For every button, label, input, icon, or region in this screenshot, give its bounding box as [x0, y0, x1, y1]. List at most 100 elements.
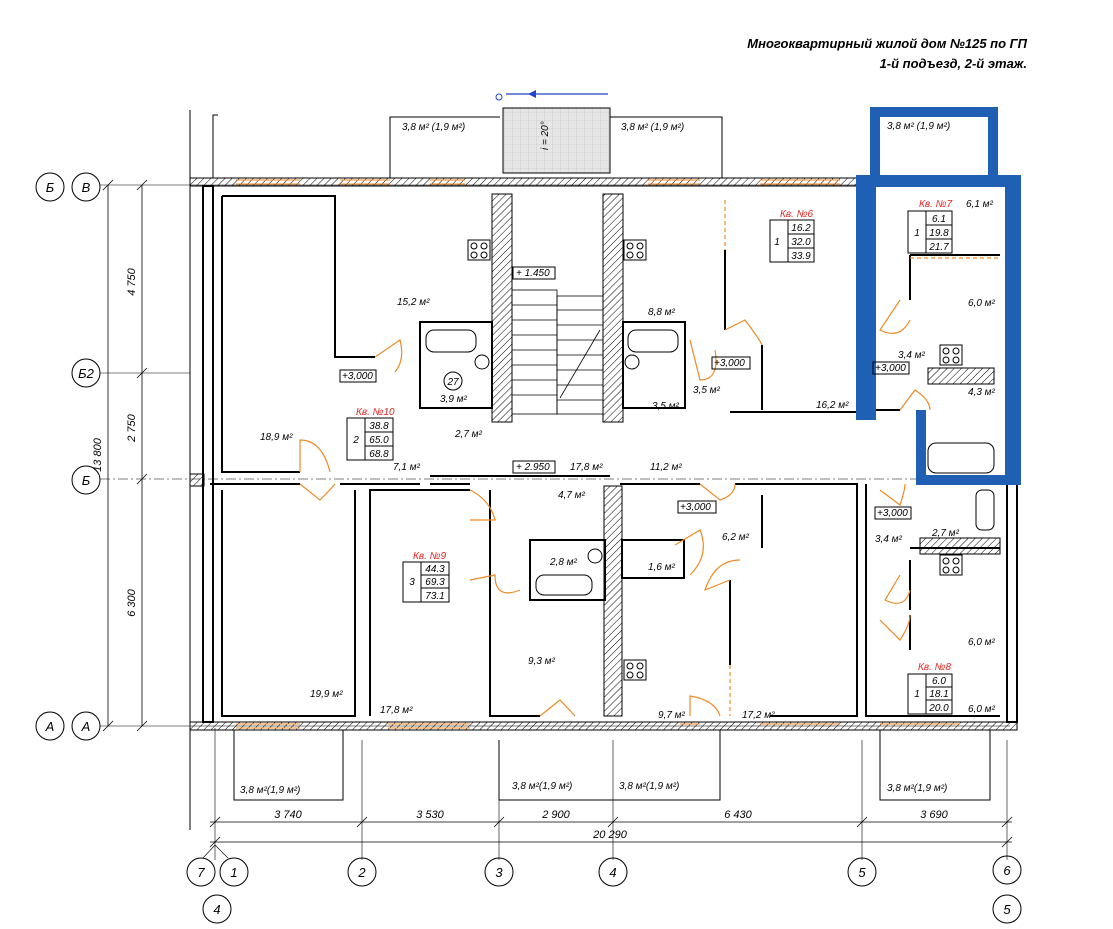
room-area: 6,2 м²	[722, 532, 750, 543]
axis-col-3: 3	[495, 865, 503, 880]
room-area: 6,0 м²	[968, 637, 996, 648]
apartment-total-area: 19.8	[929, 228, 949, 239]
door-swings	[299, 200, 1000, 717]
balcony-label-bottom-mid1: 3,8 м²(1,9 м²)	[512, 781, 572, 792]
apartment-total-area-with-balcony: 21.7	[928, 242, 949, 253]
apartment-living-area: 16.2	[791, 223, 811, 234]
dim-horizontal-5: 3 690	[920, 809, 948, 821]
apartment-living-area: 6.0	[932, 676, 946, 687]
room-area: 17,8 м²	[380, 705, 413, 716]
apartment-room-count: 1	[914, 228, 920, 239]
vertical-dimension-lines	[102, 179, 148, 732]
dim-horizontal-4: 6 430	[724, 809, 752, 821]
level-mark: +3,000	[680, 502, 711, 513]
apartment-total-area-with-balcony: 68.8	[369, 449, 389, 460]
room-area: 16,2 м²	[816, 400, 849, 411]
apartment-room-count: 3	[409, 577, 415, 588]
horizontal-dimension-lines	[209, 816, 1013, 848]
stove-icons	[467, 239, 963, 681]
axis-col-5-sub: 5	[1003, 902, 1011, 917]
axis-row-b: Б	[82, 473, 91, 488]
axis-row-v: В	[82, 180, 91, 195]
room-area: 3,4 м²	[898, 350, 926, 361]
apartment-room-count: 1	[774, 237, 780, 248]
stair-number: 27	[446, 377, 459, 388]
apartment-name: Кв. №10	[356, 407, 395, 418]
room-area: 11,2 м²	[650, 462, 682, 473]
stair-treads	[511, 289, 604, 415]
apartment-total-area: 32.0	[791, 237, 811, 248]
dim-vertical-2: 2 750	[126, 413, 138, 442]
apartment-info-kv10: Кв. №10 2 38.8 65.0 68.8	[346, 407, 395, 461]
apartment-info-kv6: Кв. №6 1 16.2 32.0 33.9	[769, 209, 815, 263]
room-area: 17,2 м²	[742, 710, 775, 721]
axis-col-6: 6	[1003, 863, 1011, 878]
apartment-name: Кв. №7	[919, 199, 953, 210]
balcony-label-top-right: 3,8 м² (1,9 м²)	[887, 121, 950, 132]
stair-core	[491, 193, 624, 717]
apartment-name: Кв. №8	[918, 662, 952, 673]
room-area: 8,8 м²	[648, 307, 676, 318]
axis-col-5: 5	[858, 865, 866, 880]
dim-total-vertical: 13 800	[92, 437, 104, 472]
room-area: 9,3 м²	[528, 656, 556, 667]
axis-row-b-outer: Б	[46, 180, 55, 195]
balcony-label-top-mid: 3,8 м² (1,9 м²)	[621, 122, 684, 133]
room-area: 2,7 м²	[931, 528, 960, 539]
level-mark: +3,000	[342, 371, 373, 382]
room-area: 15,2 м²	[397, 297, 430, 308]
axis-row-a-outer: А	[45, 719, 55, 734]
axis-col-1: 1	[230, 865, 237, 880]
apartment-room-count: 2	[352, 435, 359, 446]
room-area: 19,9 м²	[310, 689, 343, 700]
apartment-total-area-with-balcony: 73.1	[425, 591, 444, 602]
apartment-living-area: 38.8	[369, 421, 389, 432]
level-marks: + 1.450 + 2.950 +3,000 +3,000 +3,000 +3,…	[339, 266, 912, 520]
room-area: 2,8 м²	[549, 557, 578, 568]
apartment-name: Кв. №6	[780, 209, 814, 220]
apartment-total-area: 65.0	[369, 435, 389, 446]
balcony-label-bottom-right: 3,8 м²(1,9 м²)	[887, 783, 947, 794]
room-area: 18,9 м²	[260, 432, 293, 443]
apartment-name: Кв. №9	[413, 551, 447, 562]
dim-horizontal-2: 3 530	[416, 809, 444, 821]
room-area: 3,5 м²	[693, 385, 721, 396]
apartment-total-area: 18.1	[929, 689, 948, 700]
dim-horizontal-1: 3 740	[274, 809, 302, 821]
apartment-total-area: 69.3	[425, 577, 445, 588]
room-area: 6,0 м²	[968, 704, 996, 715]
room-area: 6,1 м²	[966, 199, 994, 210]
level-mark: +3,000	[714, 358, 745, 369]
room-area: 3,5 м²	[652, 401, 680, 412]
room-area: 3,4 м²	[875, 534, 903, 545]
apartment-info-kv7: Кв. №7 1 6.1 19.8 21.7	[907, 199, 953, 254]
dim-vertical-1: 4 750	[126, 267, 138, 295]
column-axis-markers: 7 1 4 2 3 4 5 6 5	[186, 844, 1022, 924]
room-area: 6,0 м²	[968, 298, 996, 309]
plan-title-line2: 1-й подъезд, 2-й этаж.	[880, 56, 1027, 71]
apartment-total-area-with-balcony: 20.0	[928, 703, 949, 714]
level-mark: +3,000	[875, 363, 906, 374]
row-axis-markers: Б В Б2 Б А А	[35, 172, 101, 741]
balcony-label-bottom-mid2: 3,8 м²(1,9 м²)	[619, 781, 679, 792]
apartment-total-area-with-balcony: 33.9	[791, 251, 811, 262]
level-mark: + 1.450	[516, 268, 550, 279]
apartment-room-count: 1	[914, 689, 920, 700]
balcony-label-bottom-left: 3,8 м²(1,9 м²)	[240, 785, 300, 796]
apartment-living-area: 6.1	[932, 214, 946, 225]
room-area: 9,7 м²	[658, 710, 686, 721]
ramp-slope-label: i = 20°	[540, 121, 551, 150]
room-area: 4,3 м²	[968, 387, 996, 398]
axis-col-4-sub: 4	[213, 902, 220, 917]
room-area: 7,1 м²	[393, 462, 421, 473]
apartment-info-kv8: Кв. №8 1 6.0 18.1 20.0	[907, 662, 953, 715]
balcony-label-top-left: 3,8 м² (1,9 м²)	[402, 122, 465, 133]
room-area-labels: 15,2 м² 18,9 м² 3,9 м² 2,7 м² 7,1 м² 8,8…	[260, 199, 996, 721]
dim-horizontal-3: 2 900	[541, 809, 570, 821]
level-mark: + 2.950	[516, 462, 550, 473]
balconies	[212, 90, 991, 801]
axis-row-b2: Б2	[78, 366, 94, 381]
room-area: 1,6 м²	[648, 562, 676, 573]
room-area: 4,7 м²	[558, 490, 586, 501]
